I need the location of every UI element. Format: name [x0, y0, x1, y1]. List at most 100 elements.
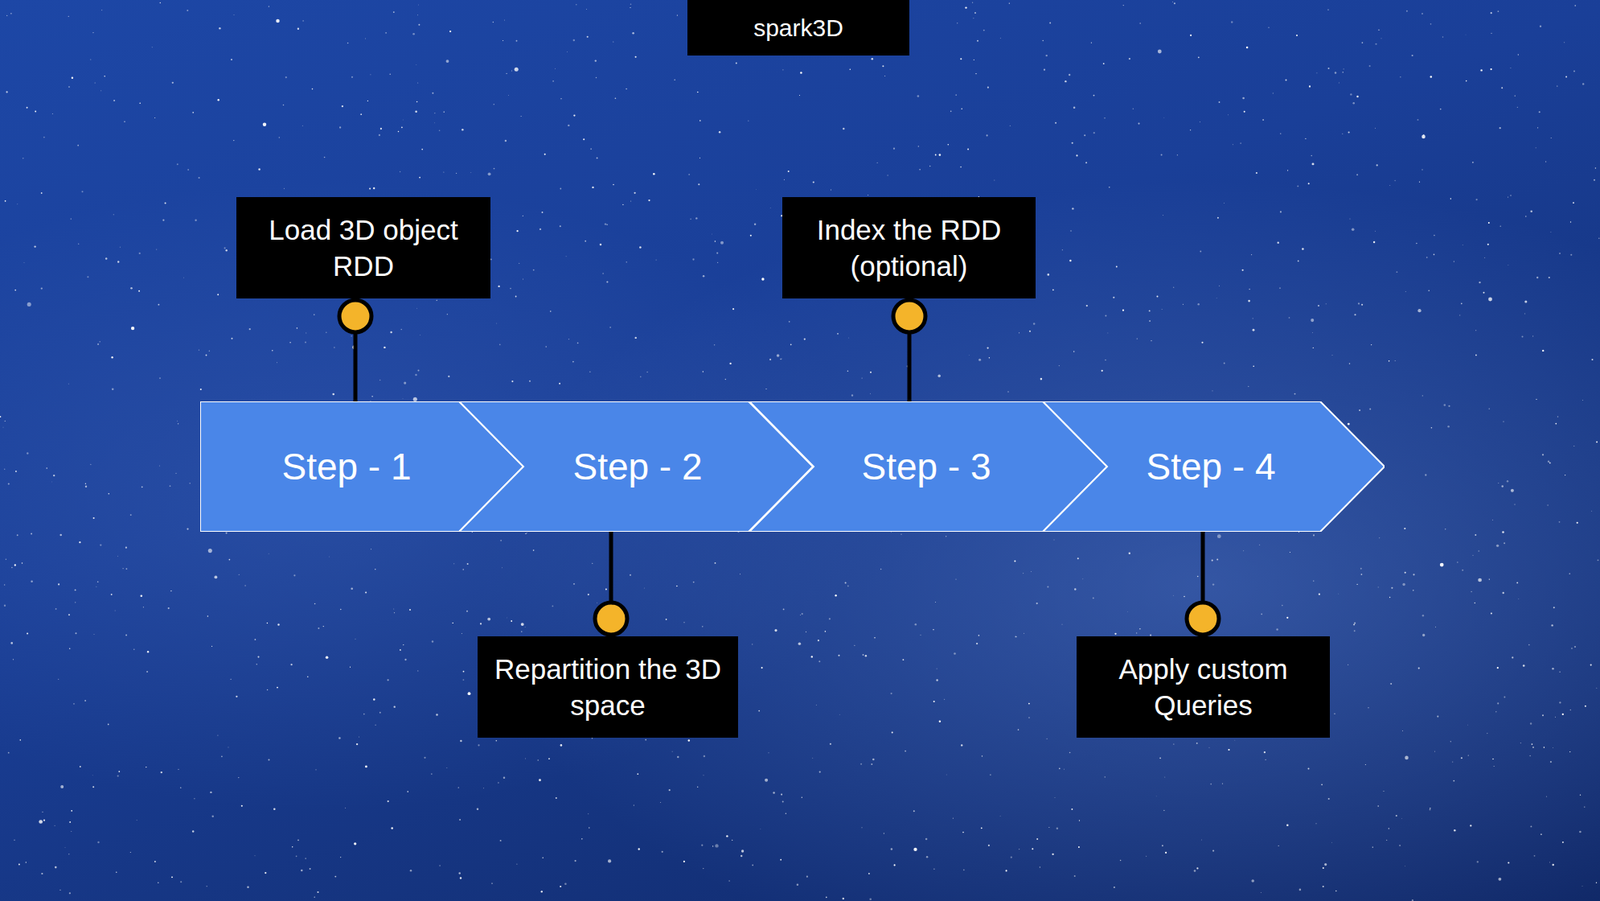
star [607, 858, 612, 862]
star [595, 77, 597, 78]
star [1551, 667, 1555, 670]
star [782, 800, 784, 802]
star [1531, 742, 1534, 745]
star [1496, 544, 1499, 547]
star [1312, 347, 1314, 349]
star [154, 860, 156, 862]
star [13, 838, 15, 840]
star [1009, 2, 1010, 4]
star [488, 172, 492, 176]
star [1046, 54, 1048, 57]
star [491, 882, 493, 883]
star [1389, 184, 1391, 187]
star [972, 2, 973, 4]
star [588, 826, 591, 829]
star [1247, 385, 1249, 387]
star [1468, 754, 1469, 756]
star [1054, 796, 1055, 798]
star [1322, 866, 1325, 869]
star [779, 858, 782, 861]
star [935, 667, 938, 669]
star [254, 854, 256, 857]
star [1472, 161, 1474, 164]
star [993, 179, 996, 181]
star [1500, 225, 1502, 227]
star [1488, 407, 1490, 409]
star [333, 346, 335, 348]
star [471, 531, 473, 533]
star [549, 310, 551, 312]
star [1423, 134, 1424, 136]
star [351, 76, 353, 78]
star [26, 106, 29, 109]
star [367, 100, 369, 102]
star [1009, 124, 1011, 127]
star [278, 136, 280, 138]
star [725, 378, 727, 381]
star [311, 88, 314, 91]
star [241, 804, 243, 807]
star [1421, 12, 1423, 14]
star [1255, 172, 1258, 174]
star [34, 110, 37, 113]
star [522, 215, 524, 217]
star [761, 666, 764, 669]
star [497, 285, 500, 288]
star [403, 381, 407, 385]
star [780, 793, 783, 796]
star [1542, 349, 1544, 352]
star [1530, 209, 1533, 213]
star [819, 771, 821, 773]
star [1018, 848, 1020, 850]
star [305, 857, 307, 859]
star [1243, 549, 1245, 552]
star [168, 607, 170, 609]
star [1474, 533, 1477, 536]
star [731, 839, 733, 841]
star [516, 863, 517, 865]
star [1173, 287, 1174, 288]
star [1172, 1, 1174, 3]
star [1347, 664, 1349, 665]
star [192, 829, 194, 832]
title-box: spark3D [687, 0, 910, 56]
star [443, 171, 444, 173]
star [53, 824, 55, 826]
star [1182, 303, 1184, 305]
star [812, 757, 813, 759]
star [130, 287, 133, 290]
star [862, 653, 865, 656]
star [510, 619, 513, 622]
chevron-outline [459, 401, 813, 532]
star [811, 655, 813, 657]
star [713, 344, 715, 345]
star [1558, 671, 1560, 673]
star [273, 808, 276, 811]
star [1322, 885, 1325, 887]
star [644, 587, 645, 589]
star [1039, 865, 1041, 867]
star [139, 252, 141, 255]
star [500, 839, 502, 842]
star [1287, 169, 1289, 171]
star [393, 705, 396, 708]
star [18, 863, 21, 866]
star [568, 338, 570, 340]
star [890, 847, 893, 850]
star [1532, 335, 1534, 337]
star [4, 200, 7, 202]
star [1510, 488, 1514, 493]
star [1507, 861, 1510, 863]
star [1461, 244, 1464, 247]
star [1022, 572, 1024, 574]
star [768, 751, 770, 753]
star [630, 200, 632, 202]
star [932, 628, 934, 630]
star [1395, 814, 1398, 817]
star [1565, 76, 1568, 78]
star [1053, 538, 1055, 541]
star [1378, 537, 1381, 539]
star [1595, 687, 1597, 689]
star [1128, 57, 1131, 60]
